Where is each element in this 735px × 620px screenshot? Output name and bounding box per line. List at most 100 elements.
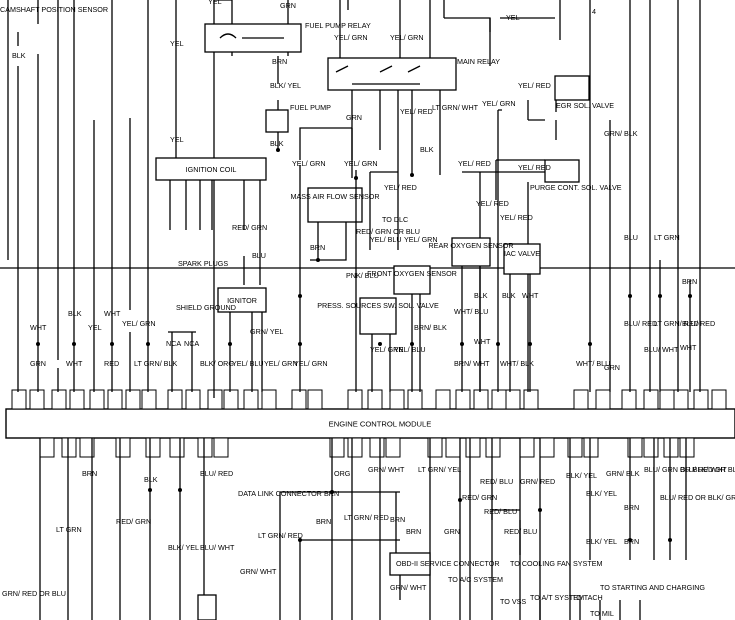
ecm-bottom-pins bbox=[39, 437, 695, 458]
to-vss-label: TO VSS bbox=[500, 597, 526, 606]
wire-label: GRN/ WHT bbox=[240, 567, 277, 576]
wire-label: RED/ GRN bbox=[462, 493, 497, 502]
wire-label: WHT bbox=[30, 323, 47, 332]
wire-label: LT GRN/ BLK bbox=[134, 359, 177, 368]
wire-label: GRN/ WHT bbox=[368, 465, 405, 474]
wire-label: YEL/ GRN bbox=[344, 159, 378, 168]
ecm-pin bbox=[11, 389, 27, 410]
wire-label: LT GRN/ RED bbox=[258, 531, 303, 540]
wire-label: BLK/ YEL bbox=[168, 543, 199, 552]
wire-label: GRN bbox=[444, 527, 460, 536]
iac-label: IAC VALVE bbox=[504, 249, 540, 258]
ecm-pin bbox=[145, 437, 161, 458]
ecm-pin bbox=[329, 437, 345, 458]
to-fan-label: TO COOLING FAN SYSTEM bbox=[510, 559, 603, 568]
egr-label: EGR SOL. VALVE bbox=[556, 101, 614, 110]
front-o2-label: FRONT OXYGEN SENSOR bbox=[367, 269, 457, 278]
wire-label: WHT bbox=[104, 309, 121, 318]
wire-label: YEL/ RED bbox=[458, 159, 491, 168]
wire-label: NCA bbox=[166, 339, 181, 348]
wire-label: BLU/ RED bbox=[624, 319, 657, 328]
ecm-pin bbox=[643, 437, 659, 458]
wire-label: LT GRN bbox=[56, 525, 82, 534]
relay-number-label: 4 bbox=[592, 7, 596, 16]
wire-label: BRN bbox=[272, 57, 287, 66]
wire-label: YEL/ GRN bbox=[390, 33, 424, 42]
ecm-pin bbox=[485, 437, 501, 458]
wire-label: BLU/ RED OR BLK/ GRN bbox=[660, 493, 735, 502]
wire-label: BLK bbox=[144, 475, 158, 484]
ecm-pin bbox=[79, 437, 95, 458]
wire-label: RED bbox=[104, 359, 119, 368]
ecm-pin bbox=[679, 437, 695, 458]
wire-label: BLU/ RED bbox=[200, 469, 233, 478]
ecm-pin bbox=[435, 389, 451, 410]
ecm-pin bbox=[51, 389, 67, 410]
wire-label: LT GRN/ WHT bbox=[432, 103, 479, 112]
dlc-label: DATA LINK CONNECTOR bbox=[238, 489, 322, 498]
wire-label: BLU/ WHT bbox=[644, 345, 679, 354]
ecm-pin bbox=[29, 389, 45, 410]
to-at-label: TO A/T SYSTEM bbox=[530, 593, 584, 602]
wire-label: WHT/ BLU bbox=[576, 359, 610, 368]
wire-label: YEL/ BLU bbox=[394, 345, 426, 354]
ecm-pin bbox=[567, 437, 583, 458]
wire-label: BLK bbox=[12, 51, 26, 60]
igniter-label: IGNITOR bbox=[227, 296, 257, 305]
wire-label: GRN bbox=[346, 113, 362, 122]
wire-label: PNK/ BLU bbox=[346, 271, 379, 280]
purge-label: PURGE CONT. SOL. VALVE bbox=[530, 183, 622, 192]
wire-label: BRN bbox=[324, 489, 339, 498]
ecm-pin bbox=[663, 437, 679, 458]
ecm-pin bbox=[243, 389, 259, 410]
wire-label: GRN/ RED bbox=[520, 477, 555, 486]
ecm-pin bbox=[307, 389, 323, 410]
shield-label: SHIELD GROUND bbox=[176, 303, 236, 312]
wire-label: GRN bbox=[280, 1, 296, 10]
wire-label: GRN/ BLK bbox=[606, 469, 640, 478]
wire-label: LT GRN bbox=[654, 233, 680, 242]
to-tach-label: TO TACH bbox=[572, 593, 603, 602]
ecm-top-pins bbox=[11, 389, 727, 410]
ecm-label: ENGINE CONTROL MODULE bbox=[329, 420, 432, 429]
wire-label: YEL/ GRN bbox=[482, 99, 516, 108]
ecm-pin bbox=[39, 437, 55, 458]
wire-label: BRN bbox=[624, 503, 639, 512]
ecm-pin bbox=[107, 389, 123, 410]
to-start-label: TO STARTING AND CHARGING bbox=[600, 583, 705, 592]
rear-o2-label: REAR OXYGEN SENSOR bbox=[428, 241, 513, 250]
iac-valve bbox=[503, 243, 541, 275]
wire-label: GRN/ BLK bbox=[604, 129, 638, 138]
ecm-pin bbox=[261, 389, 277, 410]
to-ac-label: TO A/C SYSTEM bbox=[448, 575, 503, 584]
wire-label: YEL/ GRN bbox=[292, 159, 326, 168]
wire-label: YEL/ GRN bbox=[404, 235, 438, 244]
ecm-pin bbox=[207, 389, 223, 410]
wire-label: YEL bbox=[88, 323, 102, 332]
wire-label: BRN/ BLK bbox=[414, 323, 447, 332]
ecm-pin bbox=[711, 389, 727, 410]
ecm-pin bbox=[539, 437, 555, 458]
ecm-pin bbox=[141, 389, 157, 410]
fuel-pump bbox=[265, 109, 289, 133]
wire-label: BLU/ RED OR BLK/ GRN bbox=[680, 465, 735, 474]
wire-label: YEL/ GRN bbox=[264, 359, 298, 368]
wire-label: BRN bbox=[390, 515, 405, 524]
ecm-pin bbox=[369, 437, 385, 458]
ecm-pin bbox=[519, 437, 535, 458]
fuel-pump-label: FUEL PUMP bbox=[290, 103, 331, 112]
egr-valve bbox=[554, 75, 590, 101]
wire-label: RED/ GRN bbox=[116, 517, 151, 526]
wire-label: YEL/ RED bbox=[384, 183, 417, 192]
wire-label: BRN/ WHT bbox=[454, 359, 490, 368]
wire-label: WHT/ BLU bbox=[454, 307, 488, 316]
ecm-pin bbox=[291, 389, 307, 410]
fuel-pump-relay-label: FUEL PUMP RELAY bbox=[305, 21, 371, 30]
wire-label: YEL/ RED bbox=[400, 107, 433, 116]
wire-label: BLU/ RED bbox=[682, 319, 715, 328]
wire-label: LT GRN/ RED bbox=[344, 513, 389, 522]
wire-label: BLK bbox=[474, 291, 488, 300]
ecm-pin bbox=[491, 389, 507, 410]
